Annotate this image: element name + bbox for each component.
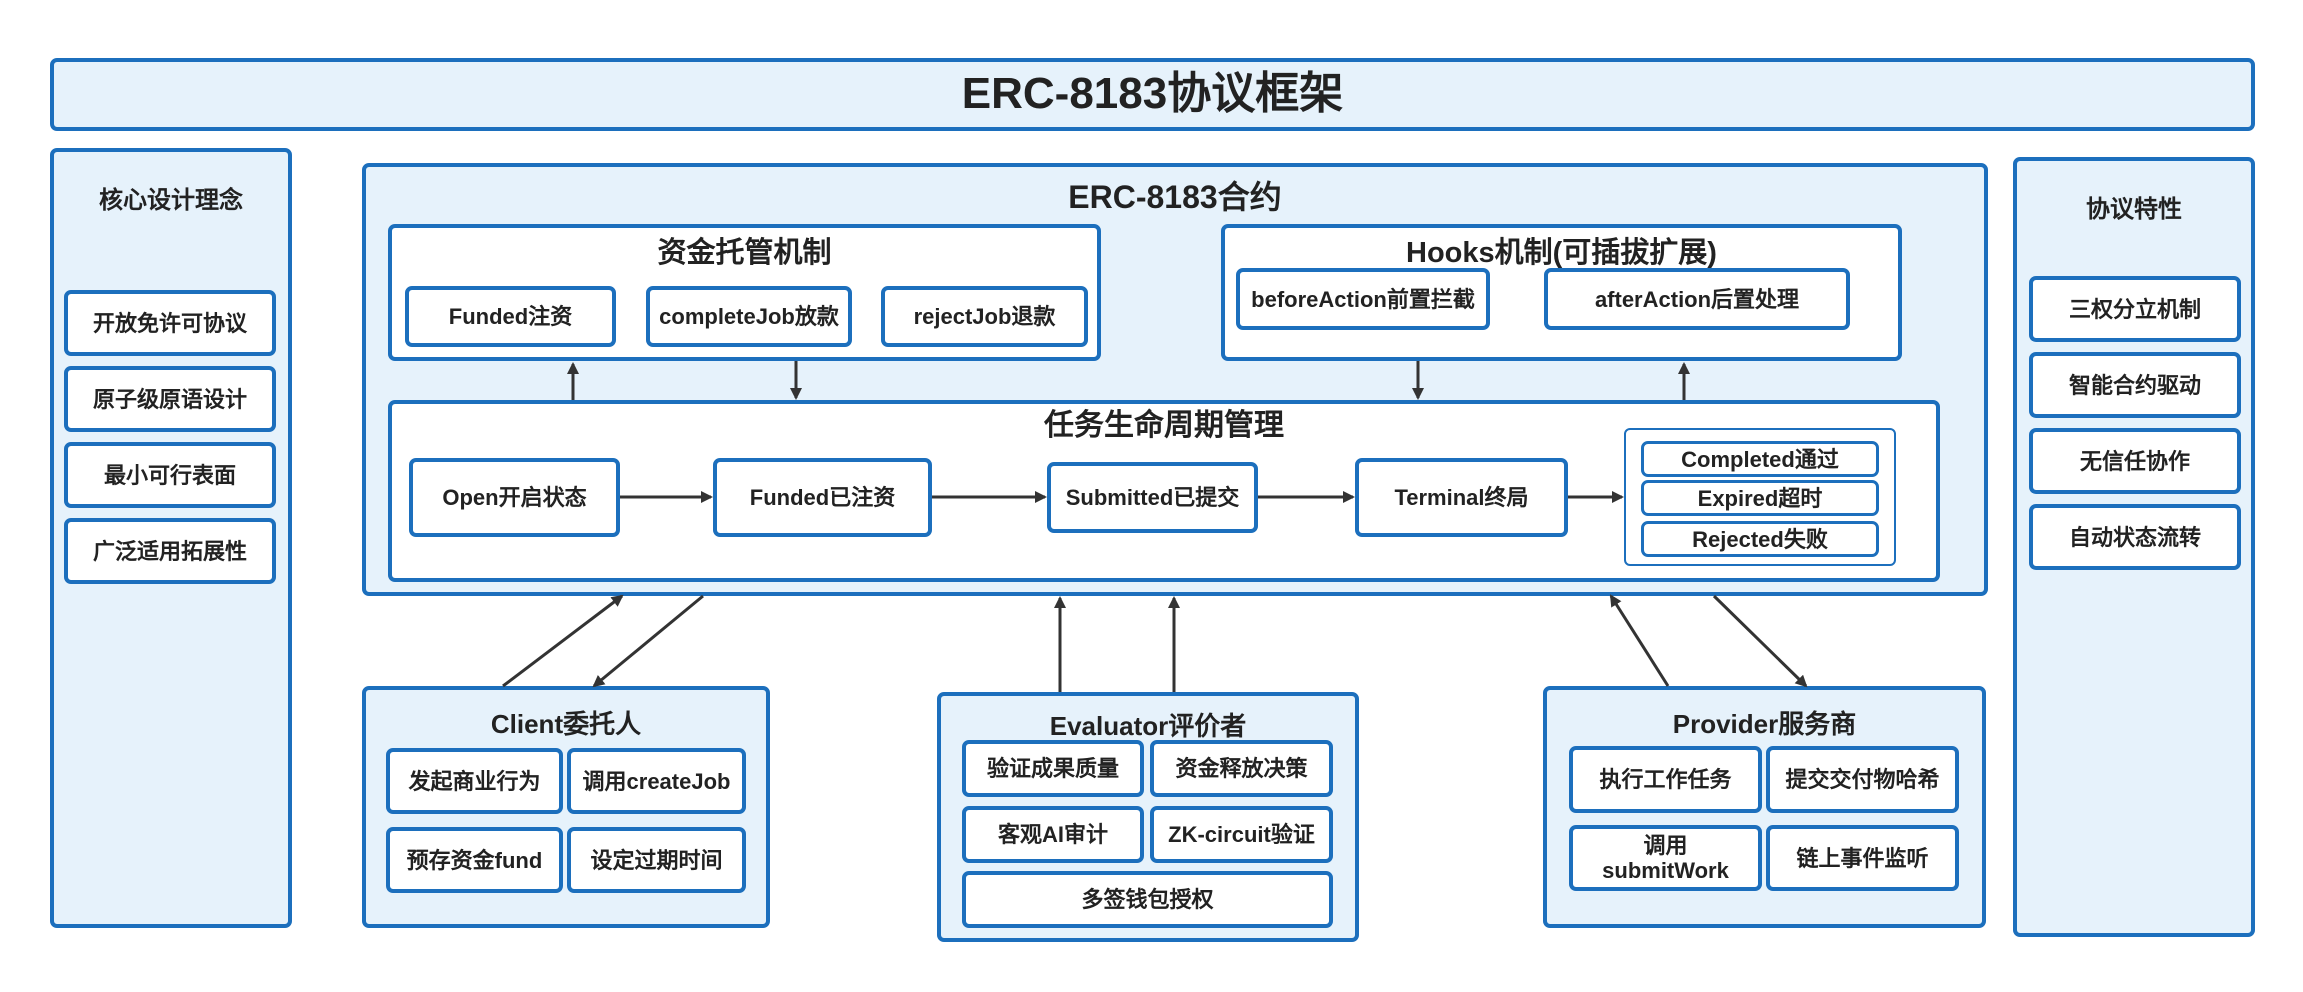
- arrow-client-to-contract: [502, 594, 624, 688]
- lifecycle-heading: 任务生命周期管理: [1044, 409, 1284, 442]
- contract-heading: ERC-8183合约: [1068, 179, 1282, 215]
- design-item-4: 广泛适用拓展性: [64, 518, 276, 584]
- escrow-funded: Funded注资: [405, 286, 616, 347]
- provider-item-2: 提交交付物哈希: [1766, 746, 1959, 813]
- provider-item-3: 调用 submitWork: [1569, 825, 1762, 891]
- page-title: ERC-8183协议框架: [961, 69, 1344, 118]
- escrow-complete-job: completeJob放款: [646, 286, 852, 347]
- core-design-heading: 核心设计理念: [99, 187, 243, 214]
- state-terminal: Terminal终局: [1355, 458, 1568, 537]
- client-item-4: 设定过期时间: [567, 827, 746, 893]
- client-item-2: 调用createJob: [567, 748, 746, 814]
- arrow-provider-to-contract: [1609, 594, 1670, 687]
- outcome-expired: Expired超时: [1641, 480, 1879, 516]
- state-submitted: Submitted已提交: [1047, 462, 1258, 533]
- provider-item-1: 执行工作任务: [1569, 746, 1762, 813]
- design-item-1: 开放免许可协议: [64, 290, 276, 356]
- outcome-rejected: Rejected失败: [1641, 521, 1879, 557]
- state-funded: Funded已注资: [713, 458, 932, 537]
- evaluator-item-4: ZK-circuit验证: [1150, 806, 1333, 863]
- feature-item-4: 自动状态流转: [2029, 504, 2241, 570]
- design-item-2: 原子级原语设计: [64, 366, 276, 432]
- evaluator-heading: Evaluator评价者: [1049, 711, 1247, 741]
- feature-item-1: 三权分立机制: [2029, 276, 2241, 342]
- arrow-contract-to-provider: [1712, 594, 1808, 688]
- title-bar: ERC-8183协议框架: [50, 58, 2255, 131]
- design-item-3: 最小可行表面: [64, 442, 276, 508]
- provider-heading: Provider服务商: [1672, 709, 1857, 739]
- provider-item-4: 链上事件监听: [1766, 825, 1959, 891]
- arrow-contract-to-client: [592, 594, 704, 688]
- evaluator-item-1: 验证成果质量: [962, 740, 1144, 797]
- escrow-reject-job: rejectJob退款: [881, 286, 1088, 347]
- escrow-heading: 资金托管机制: [657, 237, 832, 269]
- client-item-3: 预存资金fund: [386, 827, 563, 893]
- hooks-heading: Hooks机制(可插拔扩展): [1406, 237, 1717, 269]
- evaluator-item-2: 资金释放决策: [1150, 740, 1333, 797]
- protocol-features-heading: 协议特性: [2086, 196, 2182, 223]
- hook-after-action: afterAction后置处理: [1544, 268, 1850, 330]
- feature-item-3: 无信任协作: [2029, 428, 2241, 494]
- hook-before-action: beforeAction前置拦截: [1236, 268, 1490, 330]
- feature-item-2: 智能合约驱动: [2029, 352, 2241, 418]
- outcome-completed: Completed通过: [1641, 441, 1879, 477]
- client-item-1: 发起商业行为: [386, 748, 563, 814]
- state-open: Open开启状态: [409, 458, 620, 537]
- client-heading: Client委托人: [490, 709, 642, 739]
- evaluator-item-3: 客观AI审计: [962, 806, 1144, 863]
- evaluator-item-5: 多签钱包授权: [962, 871, 1333, 928]
